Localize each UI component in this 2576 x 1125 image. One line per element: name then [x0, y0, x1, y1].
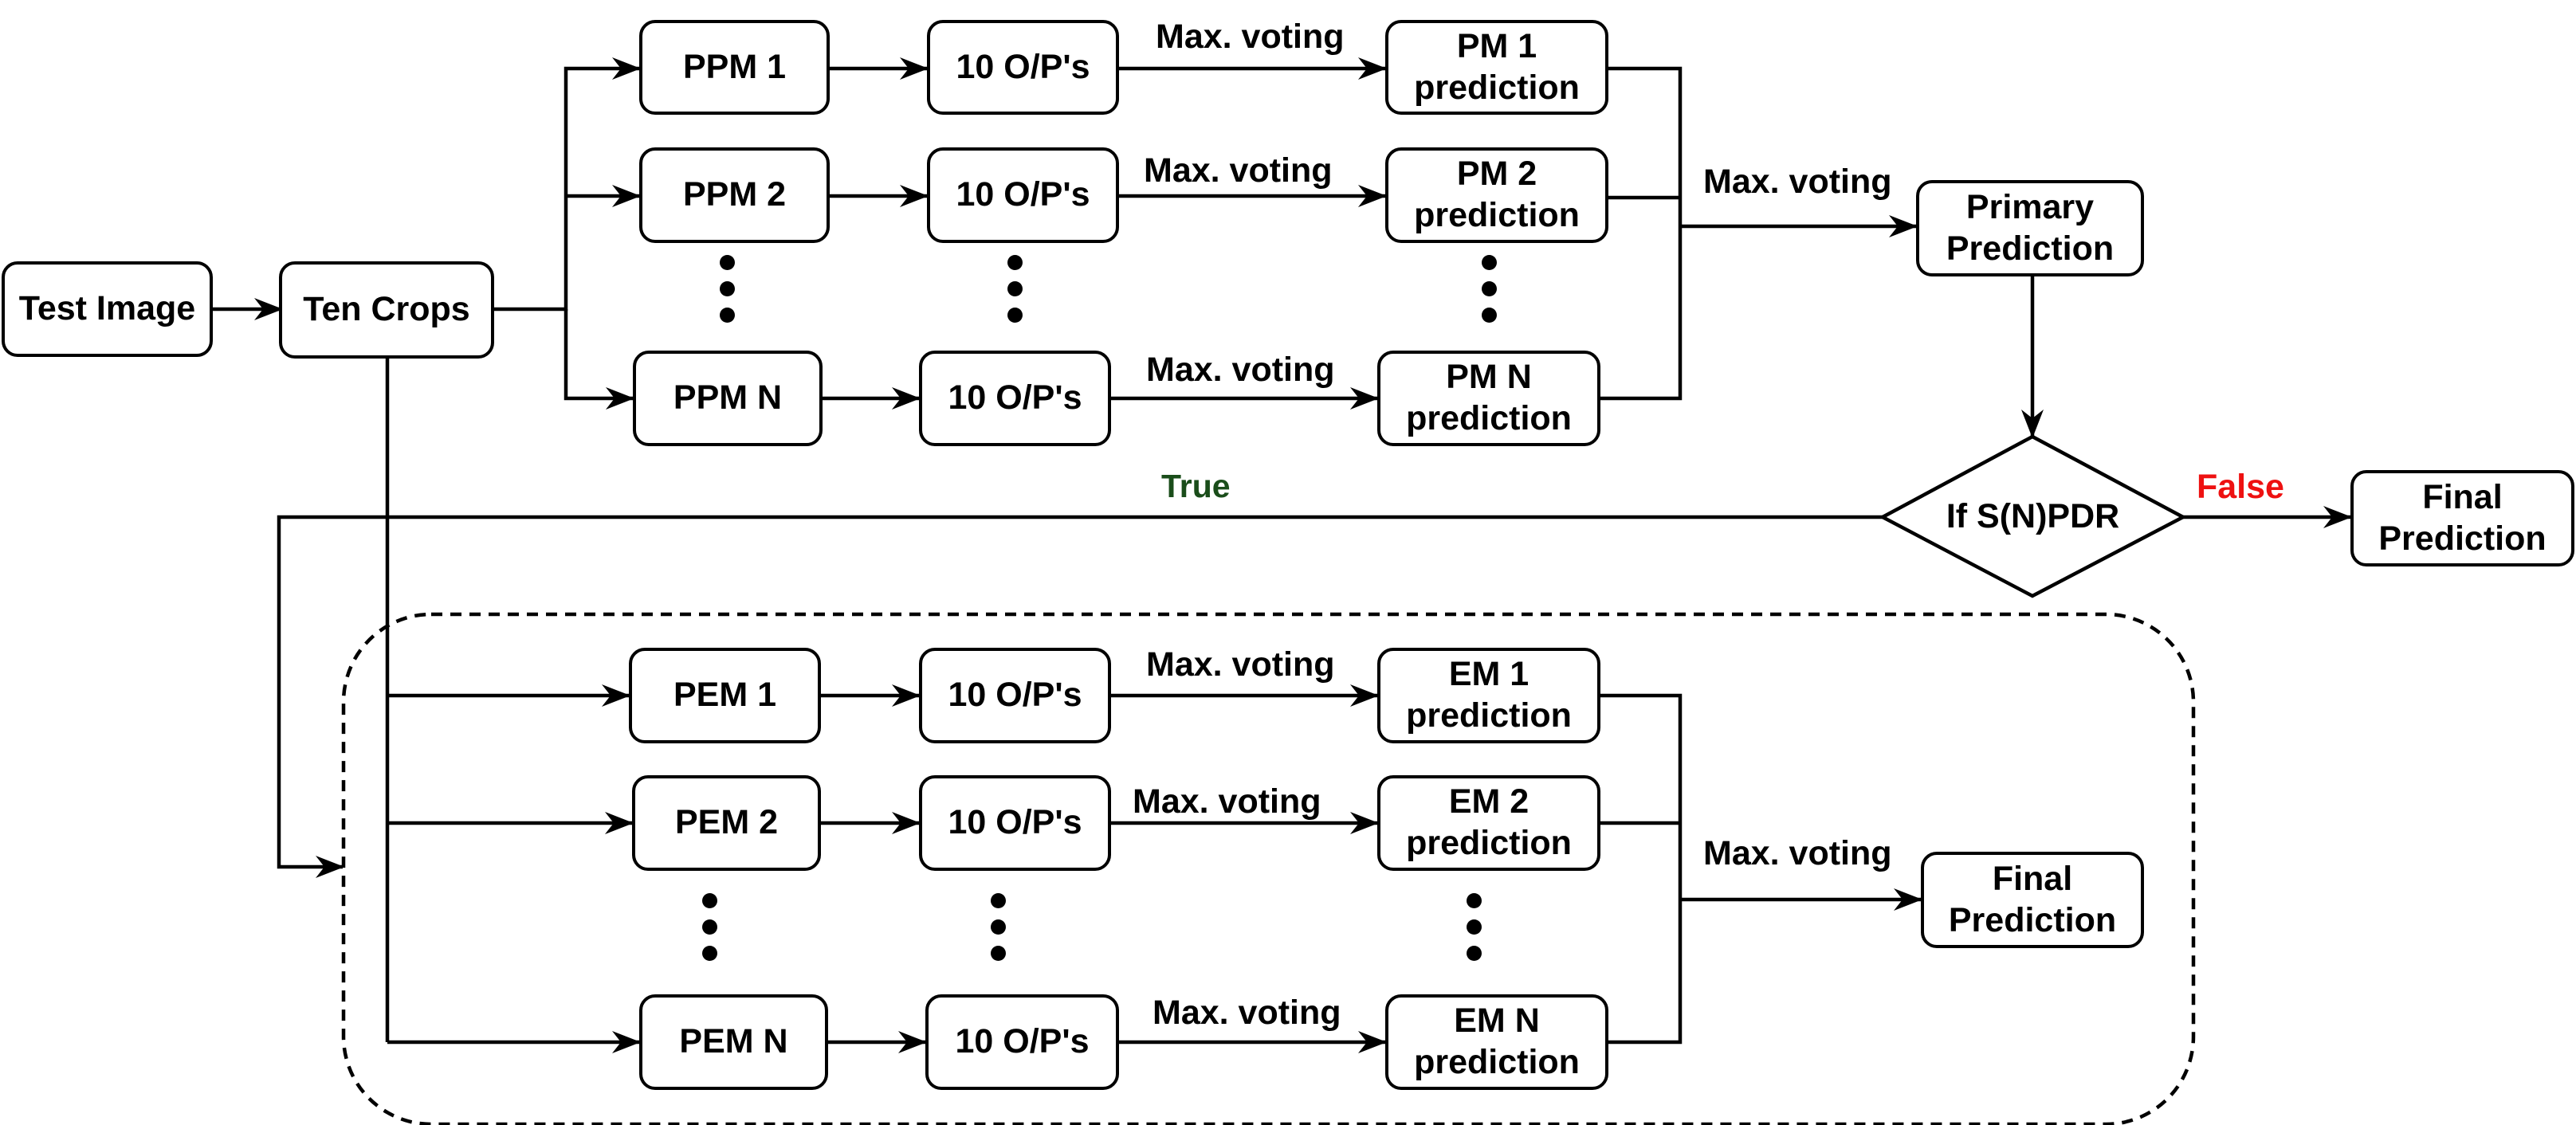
pem-2-node: PEM 2	[632, 775, 821, 871]
edge-em-merge	[1600, 693, 1683, 1045]
edge-label-voting-primary: Max. voting	[1703, 163, 1892, 201]
primary-prediction-node: Primary Prediction	[1916, 180, 2144, 276]
edge-decision-true	[277, 515, 1883, 878]
ellipsis-pem	[702, 893, 718, 972]
ppm-1-node: PPM 1	[639, 20, 830, 115]
edge-label-voting-final: Max. voting	[1703, 834, 1892, 872]
edge-to-ppm-n	[564, 309, 634, 410]
op-pem-n-node: 10 O/P's	[925, 994, 1119, 1090]
edge-label-voting-ppm-2: Max. voting	[1144, 151, 1333, 190]
ellipsis-op-pem	[991, 893, 1007, 972]
em-2-prediction-node: EM 2 prediction	[1377, 775, 1600, 871]
pm-1-prediction-node: PM 1 prediction	[1385, 20, 1608, 115]
op-ppm-n-node: 10 O/P's	[919, 351, 1111, 446]
em-n-prediction-node: EM N prediction	[1385, 994, 1608, 1090]
op-pem-2-node: 10 O/P's	[919, 775, 1111, 871]
ppm-n-node: PPM N	[633, 351, 823, 446]
decision-label: If S(N)PDR	[1946, 496, 2120, 535]
final-prediction-top-node: Final Prediction	[2350, 470, 2574, 566]
edge-label-voting-pem-1: Max. voting	[1146, 645, 1335, 684]
edge-label-false: False	[2197, 468, 2284, 506]
ten-crops-node: Ten Crops	[279, 261, 494, 359]
test-image-node: Test Image	[2, 261, 213, 357]
decision-diamond	[1879, 434, 2187, 598]
edge-label-voting-pem-n: Max. voting	[1153, 994, 1341, 1032]
ppm-2-node: PPM 2	[639, 147, 830, 243]
final-prediction-bottom-node: Final Prediction	[1921, 852, 2144, 948]
pm-n-prediction-node: PM N prediction	[1377, 351, 1600, 446]
ellipsis-pm-prediction	[1482, 255, 1498, 334]
edge-label-true: True	[1161, 468, 1231, 504]
ensemble-group-border	[341, 612, 2196, 1125]
edge-label-voting-ppm-1: Max. voting	[1156, 18, 1345, 56]
op-pem-1-node: 10 O/P's	[919, 648, 1111, 743]
ellipsis-em-prediction	[1467, 893, 1482, 972]
ellipsis-ppm	[720, 255, 736, 334]
edge-label-voting-pem-2: Max. voting	[1133, 782, 1321, 821]
edge-pm-1-merge	[1600, 66, 1683, 401]
edge-ten-crops-to-ppm	[493, 57, 641, 312]
pem-1-node: PEM 1	[629, 648, 821, 743]
em-1-prediction-node: EM 1 prediction	[1377, 648, 1600, 743]
op-ppm-2-node: 10 O/P's	[927, 147, 1119, 243]
pm-2-prediction-node: PM 2 prediction	[1385, 147, 1608, 243]
pem-n-node: PEM N	[639, 994, 828, 1090]
ellipsis-op-ppm	[1007, 255, 1023, 334]
op-ppm-1-node: 10 O/P's	[927, 20, 1119, 115]
edge-label-voting-ppm-n: Max. voting	[1146, 351, 1335, 389]
